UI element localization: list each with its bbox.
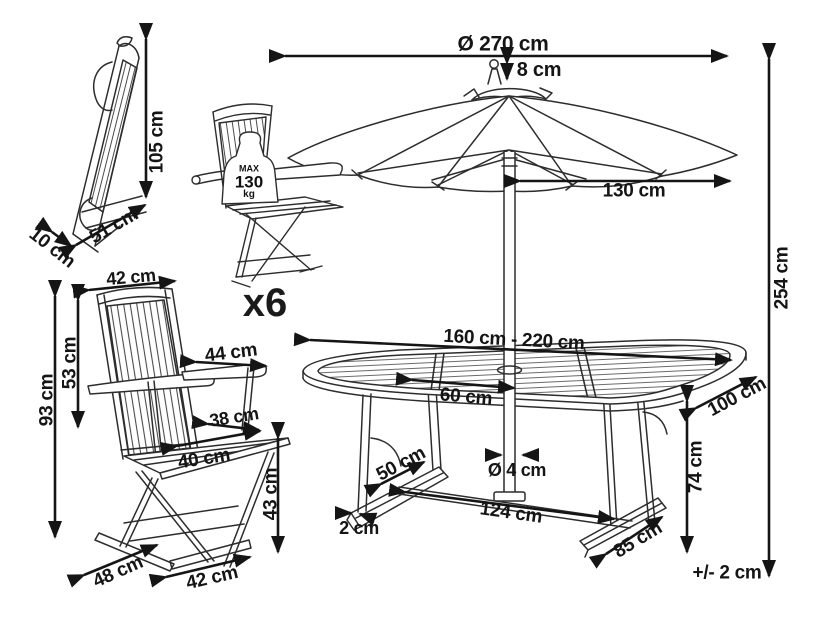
dim-armchair-backrest-height: 53 cm [59, 336, 81, 390]
umbrella-pole-drawing [493, 151, 526, 502]
weight-badge-max: MAX [239, 163, 259, 174]
dim-umbrella-canopy-radius: 130 cm [602, 180, 666, 202]
dim-armchair-total-height: 93 cm [36, 373, 58, 427]
dim-armchair-seat-height: 43 cm [260, 467, 282, 521]
dim-table-height: 74 cm [685, 440, 707, 494]
weight-badge-value: 130 [234, 172, 264, 192]
armchair-weight-drawing [191, 103, 344, 288]
dim-table-pole-diameter: Ø 4 cm [487, 460, 547, 480]
dim-table-leaf-extension: 60 cm [438, 384, 494, 410]
umbrella-drawing [287, 59, 738, 193]
dim-table-foot-thickness: 2 cm [339, 518, 379, 538]
dim-umbrella-total-height: 254 cm [771, 246, 793, 310]
armchair-drawing [87, 286, 291, 572]
dim-umbrella-diameter: Ø 270 cm [457, 32, 549, 56]
dimension-arrows [34, 23, 776, 588]
dim-folded-chair-height: 105 cm [146, 110, 168, 174]
dim-table-tolerance: +/- 2 cm [692, 562, 762, 584]
weight-badge-unit: kg [243, 189, 255, 200]
dim-umbrella-finial-height: 8 cm [516, 59, 562, 81]
dim-armchair-back-width: 42 cm [105, 264, 157, 290]
quantity-label: x6 [242, 281, 288, 325]
